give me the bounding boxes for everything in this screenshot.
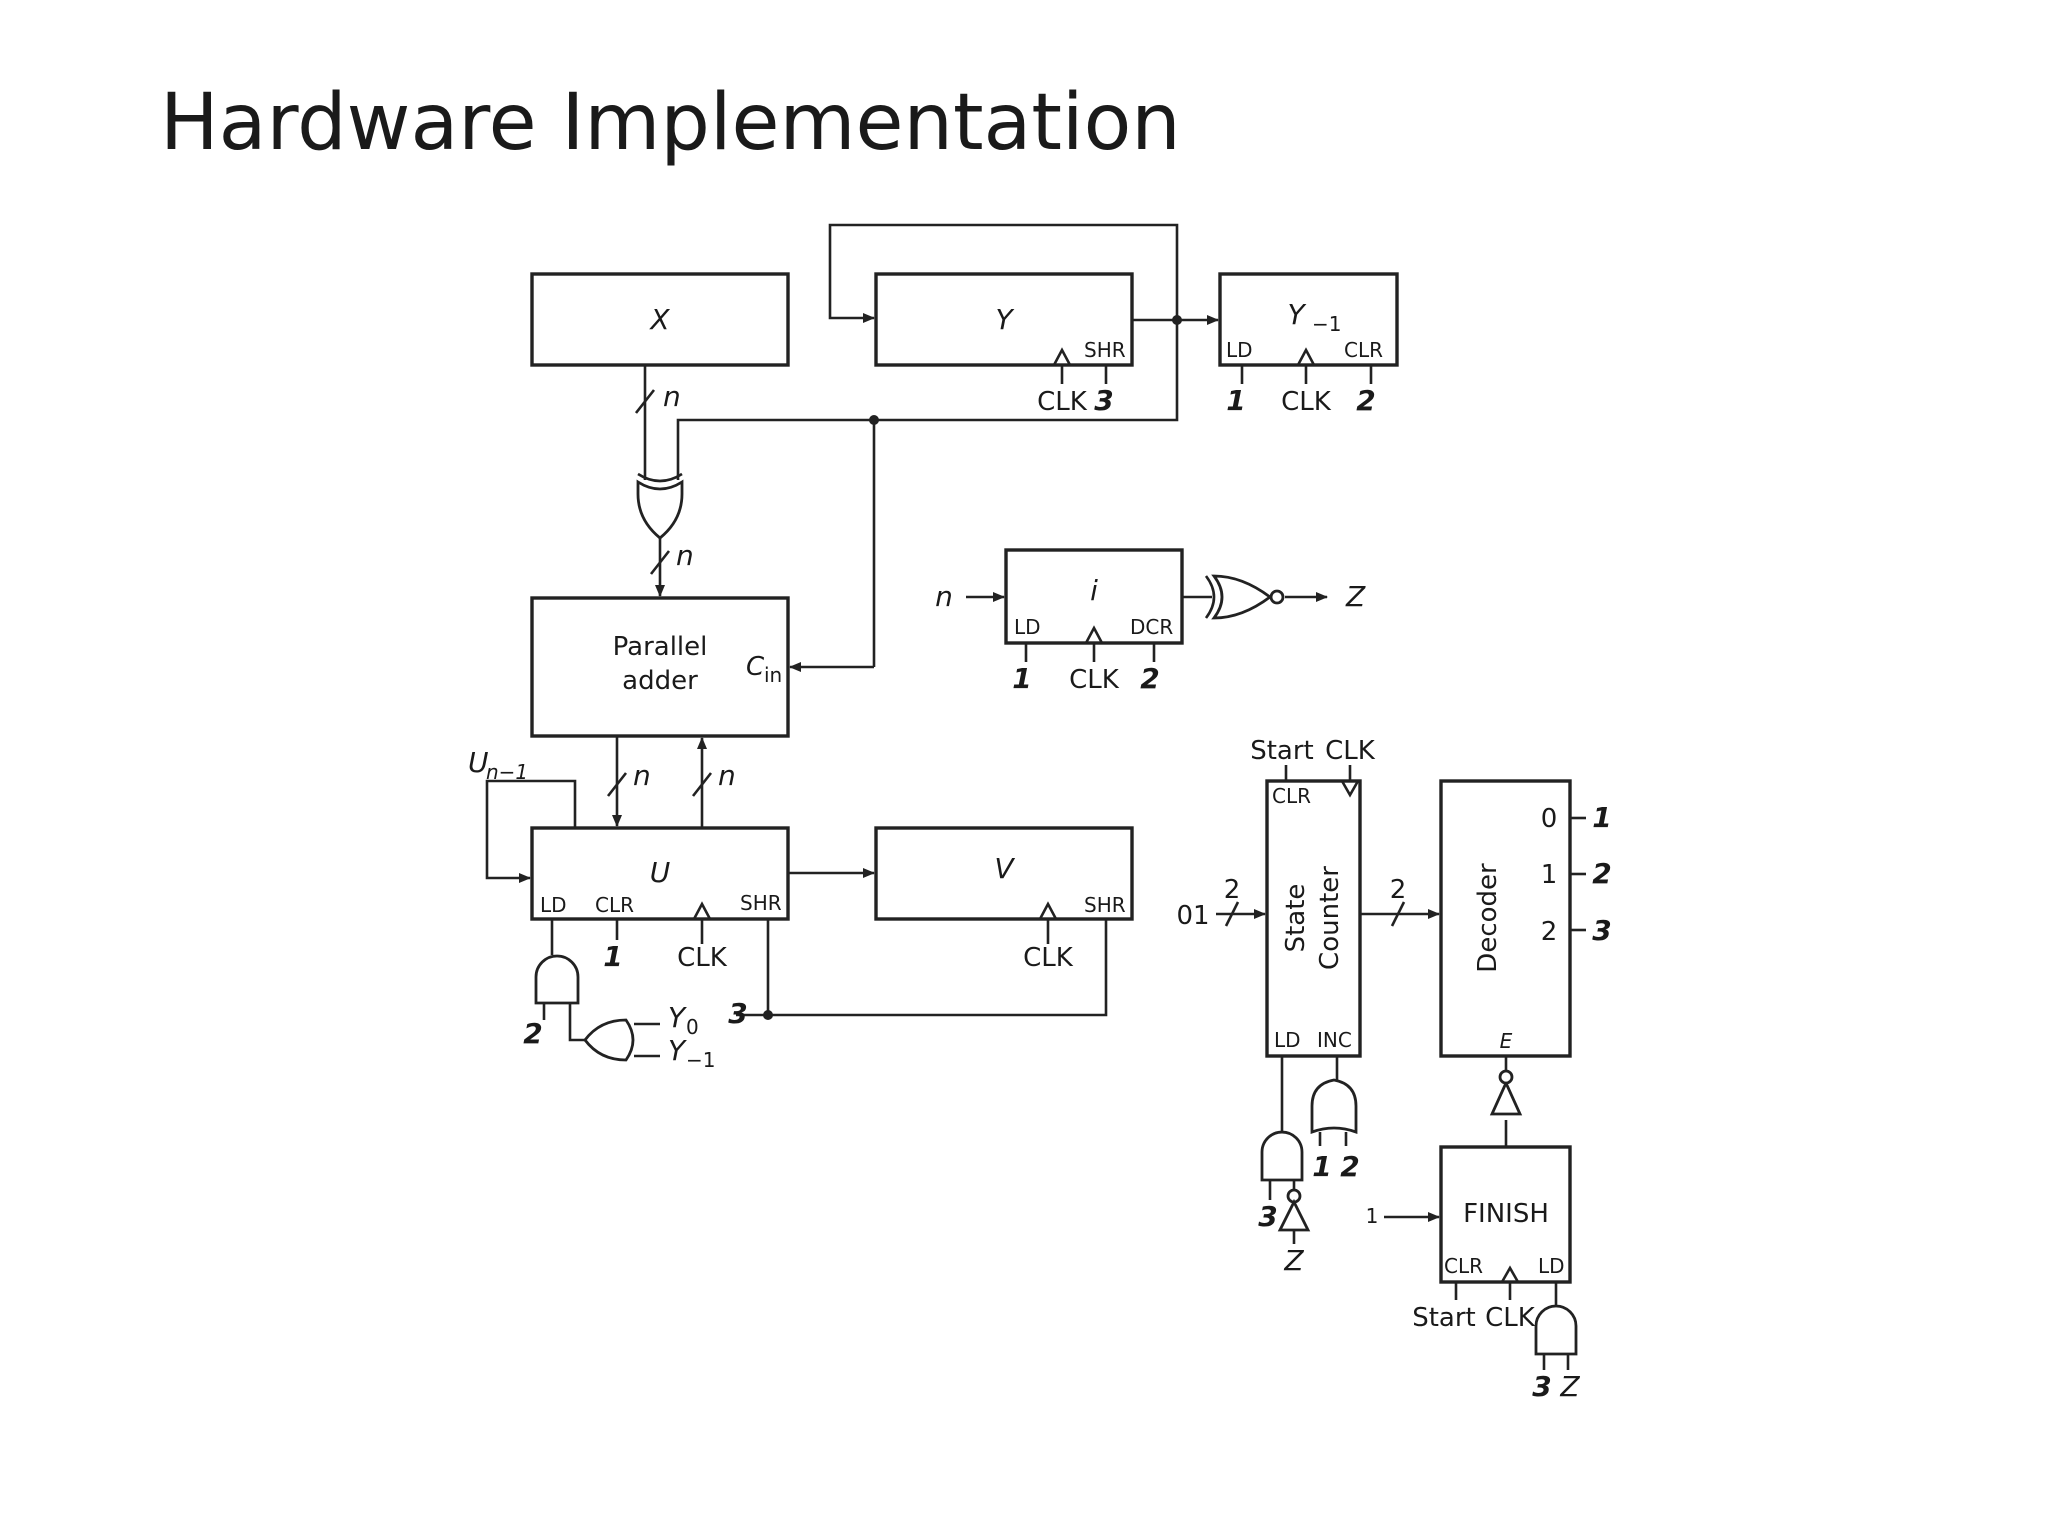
and-gate-finish-ld bbox=[1534, 1304, 1578, 1356]
register-i: i LD DCR bbox=[1004, 548, 1184, 645]
xor-gate-u-ld bbox=[583, 1018, 635, 1062]
counter-output-width: 2 bbox=[1390, 875, 1407, 905]
counter-start: Start bbox=[1250, 736, 1314, 766]
register-i-dcr: DCR bbox=[1130, 615, 1173, 639]
finish-input-1: 1 bbox=[1366, 1204, 1379, 1228]
inverter-z-counter bbox=[1277, 1188, 1311, 1244]
counter-inverter-z: Z bbox=[1283, 1244, 1304, 1277]
y0-sub: 0 bbox=[686, 1015, 699, 1039]
decoder-out-2-state: 3 bbox=[1592, 914, 1611, 947]
xor-gate-top bbox=[636, 472, 684, 540]
bus-n-down: n bbox=[633, 759, 651, 792]
register-y-prev-clr: CLR bbox=[1344, 338, 1383, 362]
register-v-shr: SHR bbox=[1084, 893, 1126, 917]
y-prev-clk: CLK bbox=[1281, 387, 1332, 417]
finish-flipflop: FINISH CLR LD bbox=[1439, 1145, 1572, 1284]
finish-ld: LD bbox=[1538, 1254, 1565, 1278]
i-dcr-2: 2 bbox=[1140, 662, 1159, 695]
state-counter-label-1: State bbox=[1281, 884, 1311, 953]
finish-start: Start bbox=[1412, 1303, 1476, 1333]
register-u-ld: LD bbox=[540, 893, 567, 917]
decoder-out-0: 0 bbox=[1541, 804, 1558, 834]
decoder: Decoder 0 1 2 E bbox=[1439, 779, 1572, 1058]
adder-label-line1: Parallel bbox=[613, 632, 708, 662]
adder-label-line2: adder bbox=[622, 666, 698, 696]
y-prev-ld-1: 1 bbox=[1226, 384, 1245, 417]
decoder-out-1-state: 2 bbox=[1592, 857, 1611, 890]
i-clk: CLK bbox=[1069, 665, 1120, 695]
register-y-prev-sub: −1 bbox=[1312, 312, 1341, 336]
ym1-sub: −1 bbox=[686, 1048, 715, 1072]
register-y-prev: Y −1 LD CLR bbox=[1218, 272, 1399, 367]
register-x: X bbox=[530, 272, 790, 367]
register-y-label: Y bbox=[995, 303, 1014, 336]
u-clk: CLK bbox=[677, 943, 728, 973]
wires bbox=[485, 223, 1586, 1370]
finish-label: FINISH bbox=[1463, 1199, 1549, 1229]
decoder-label: Decoder bbox=[1473, 863, 1503, 973]
parallel-adder: Parallel adder C in bbox=[530, 596, 790, 738]
page-title: Hardware Implementation bbox=[160, 78, 1181, 168]
counter-input-01: 01 bbox=[1176, 901, 1209, 931]
decoder-enable: E bbox=[1500, 1029, 1513, 1053]
inverter-finish bbox=[1489, 1069, 1523, 1116]
signal-labels: n n n n n Z U n−1 CLK 3 1 CLK 2 1 CLK 2 … bbox=[468, 380, 1612, 1403]
shr-3: 3 bbox=[728, 997, 747, 1030]
register-y-prev-label: Y bbox=[1287, 298, 1306, 331]
nor-output-z: Z bbox=[1345, 580, 1366, 613]
y-shr-3: 3 bbox=[1094, 384, 1113, 417]
y-clk: CLK bbox=[1037, 387, 1088, 417]
v-clk: CLK bbox=[1023, 943, 1074, 973]
register-y-prev-ld: LD bbox=[1226, 338, 1253, 362]
u-ld-and-2: 2 bbox=[523, 1017, 542, 1050]
decoder-out-1: 1 bbox=[1541, 860, 1558, 890]
nor-gate bbox=[1204, 574, 1285, 620]
register-v: V SHR bbox=[874, 826, 1134, 921]
state-counter-ld: LD bbox=[1274, 1028, 1301, 1052]
bus-n-adder: n bbox=[676, 539, 694, 572]
register-i-ld: LD bbox=[1014, 615, 1041, 639]
state-counter-inc: INC bbox=[1317, 1028, 1352, 1052]
finish-and-z: Z bbox=[1559, 1370, 1580, 1403]
i-input-n: n bbox=[935, 580, 953, 613]
state-counter-clr: CLR bbox=[1272, 784, 1311, 808]
and-gate-counter-ld bbox=[1260, 1130, 1304, 1182]
y-prev-clr-2: 2 bbox=[1356, 384, 1375, 417]
register-v-label: V bbox=[994, 852, 1015, 885]
state-counter-label-2: Counter bbox=[1315, 866, 1345, 970]
counter-input-width: 2 bbox=[1224, 875, 1241, 905]
register-u-shr: SHR bbox=[740, 891, 782, 915]
register-u-clr: CLR bbox=[595, 893, 634, 917]
or-input-1: 1 bbox=[1312, 1150, 1331, 1183]
register-x-label: X bbox=[648, 303, 670, 336]
finish-clr: CLR bbox=[1444, 1254, 1483, 1278]
i-ld-1: 1 bbox=[1012, 662, 1031, 695]
decoder-out-0-state: 1 bbox=[1592, 801, 1611, 834]
or-input-2: 2 bbox=[1340, 1150, 1359, 1183]
bus-n-up: n bbox=[718, 759, 736, 792]
ym1-label: Y bbox=[668, 1034, 687, 1067]
register-y: Y SHR bbox=[874, 272, 1134, 367]
bus-n-x: n bbox=[663, 380, 681, 413]
counter-clk: CLK bbox=[1325, 736, 1376, 766]
or-gate-inc bbox=[1310, 1078, 1358, 1134]
decoder-out-2: 2 bbox=[1541, 917, 1558, 947]
register-i-label: i bbox=[1090, 574, 1098, 607]
adder-cin: C bbox=[746, 652, 765, 682]
y0-label: Y bbox=[668, 1001, 687, 1034]
finish-and-3: 3 bbox=[1532, 1370, 1551, 1403]
u-clr-1: 1 bbox=[603, 940, 622, 973]
state-counter: CLR State Counter LD INC bbox=[1265, 779, 1362, 1058]
adder-cin-sub: in bbox=[764, 663, 782, 687]
finish-clk: CLK bbox=[1485, 1303, 1536, 1333]
register-y-shr: SHR bbox=[1084, 338, 1126, 362]
and-gate-u-ld bbox=[534, 954, 580, 1005]
un1-sub: n−1 bbox=[486, 760, 528, 784]
register-u-label: U bbox=[650, 856, 671, 889]
register-u: U LD CLR SHR bbox=[530, 826, 790, 921]
un1-label: U bbox=[468, 746, 489, 779]
counter-and-3: 3 bbox=[1258, 1200, 1277, 1233]
